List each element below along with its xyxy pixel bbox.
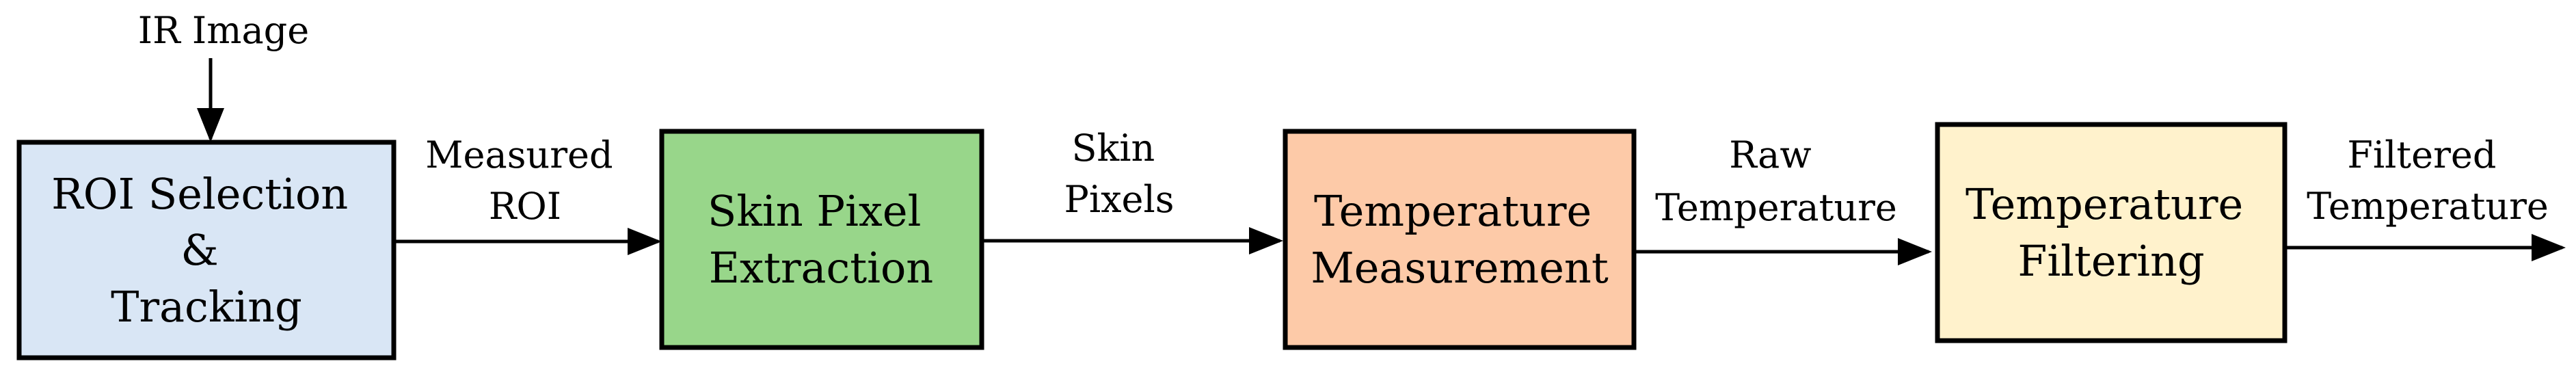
block-temperature-filtering-line-1: Temperature xyxy=(1965,179,2243,229)
svg-text:Raw Temperature: Raw Temperature xyxy=(1655,133,1897,229)
block-temperature-measurement-line-2: Measurement xyxy=(1311,243,1609,293)
block-temperature-measurement: Temperature Measurement xyxy=(1283,129,1637,350)
edge-raw-temperature-line-2: Temperature xyxy=(1655,186,1897,229)
block-roi-selection-box xyxy=(16,140,397,360)
edge-skin-pixels-line-2: Pixels xyxy=(1064,178,1175,221)
block-temperature-filtering-box xyxy=(1935,122,2287,343)
edge-filtered-temperature-line-1: Filtered xyxy=(2347,133,2496,176)
svg-text:Skin Pixels: Skin Pixels xyxy=(1064,127,1175,221)
block-roi-selection: ROI Selection & Tracking xyxy=(16,140,397,360)
svg-text:Temperature Filtering: Temperature Filtering xyxy=(1965,179,2257,286)
block-roi-selection-line-1: ROI Selection xyxy=(51,169,348,219)
edge-skin-pixels-line-1: Skin xyxy=(1072,127,1155,170)
input-label: IR Image xyxy=(138,9,309,52)
block-temperature-measurement-line-1: Temperature xyxy=(1314,186,1592,236)
block-temperature-filtering-line-2: Filtering xyxy=(2017,236,2204,286)
edge-filtered-temperature-line-2: Temperature xyxy=(2307,185,2549,228)
edge-measured-roi-line-2: ROI xyxy=(489,185,561,228)
svg-text:Filtered Temperature: Filtered Temperature xyxy=(2307,133,2549,228)
edge-measured-roi-line-1: Measured xyxy=(425,133,613,176)
edge-filtered-temperature: Filtered Temperature xyxy=(2285,133,2566,261)
block-roi-selection-line-3: Tracking xyxy=(111,282,302,332)
svg-text:ROI Selection & Tr: ROI Selection & Tracking xyxy=(51,169,362,332)
edge-raw-temperature: Raw Temperature xyxy=(1634,133,1932,265)
edge-skin-pixels: Skin Pixels xyxy=(982,127,1283,254)
block-skin-pixel-extraction-line-2: Extraction xyxy=(709,243,933,293)
block-temperature-filtering: Temperature Filtering xyxy=(1935,122,2287,343)
block-temperature-measurement-box xyxy=(1283,129,1637,350)
block-skin-pixel-extraction-line-1: Skin Pixel xyxy=(708,186,922,236)
svg-text:Measured ROI: Measured ROI xyxy=(425,133,624,228)
svg-text:Skin Pixel Extraction: Skin Pixel Extraction xyxy=(708,186,935,293)
edge-measured-roi: Measured ROI xyxy=(394,133,662,255)
block-skin-pixel-extraction: Skin Pixel Extraction xyxy=(659,129,984,350)
block-roi-selection-line-2: & xyxy=(181,225,219,275)
block-skin-pixel-extraction-box xyxy=(659,129,984,350)
edge-raw-temperature-line-1: Raw xyxy=(1729,133,1811,176)
svg-text:Temperature Measurement: Temperature Measurement xyxy=(1311,186,1609,293)
